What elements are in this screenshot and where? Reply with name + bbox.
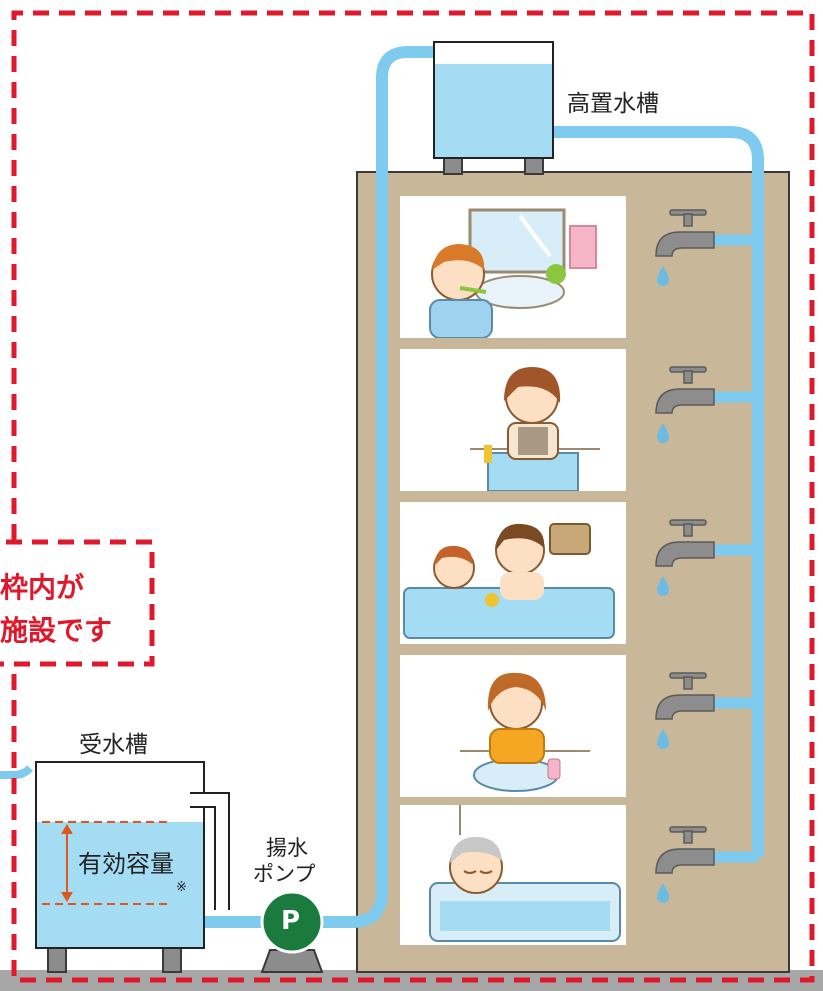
callout-text-line1: 枠内が <box>0 571 85 604</box>
pump-label-line2: ポンプ <box>253 862 316 886</box>
drop-icon <box>657 266 669 286</box>
hand-washing-scene <box>400 655 626 797</box>
boy-brushing-teeth-icon <box>429 208 597 338</box>
drop-icon <box>657 576 669 596</box>
drop-icon <box>657 423 669 443</box>
brushing-teeth-scene <box>400 196 626 338</box>
pump-symbol: P <box>281 906 301 936</box>
faucet-branches <box>708 234 758 863</box>
drop-icon <box>657 883 669 903</box>
drop-icon <box>657 729 669 749</box>
faucet-icon <box>655 826 715 874</box>
receiving-tank <box>35 761 230 973</box>
faucets <box>655 209 715 874</box>
woman-washing-icon <box>470 367 600 491</box>
receiving-tank-label: 受水槽 <box>79 732 148 758</box>
elevated-tank <box>433 41 554 175</box>
pump-label-line1: 揚水 <box>266 836 308 860</box>
washing-dishes-scene <box>400 349 626 491</box>
note-mark: ※ <box>176 880 187 895</box>
pump <box>260 890 324 973</box>
faucet-icon <box>655 366 715 414</box>
elevated-tank-label: 高置水槽 <box>567 91 659 117</box>
water-drops <box>657 266 669 903</box>
elderly-man-bath-icon <box>429 805 621 942</box>
effective-capacity-label: 有効容量 <box>78 850 174 878</box>
distribution-pipe <box>553 126 764 857</box>
facility-boundary <box>11 10 815 983</box>
inlet-pipe <box>0 765 34 779</box>
elderly-bath-scene <box>400 805 626 945</box>
callout-box <box>0 539 155 667</box>
woman-hand-washing-icon <box>460 672 590 792</box>
faucet-icon <box>655 672 715 720</box>
father-child-bath-icon <box>403 523 615 639</box>
family-bath-scene <box>400 502 626 644</box>
faucet-icon <box>655 209 715 257</box>
faucet-icon <box>655 519 715 567</box>
riser-pipe <box>322 46 435 928</box>
callout-text-line2: 施設です <box>0 614 113 647</box>
